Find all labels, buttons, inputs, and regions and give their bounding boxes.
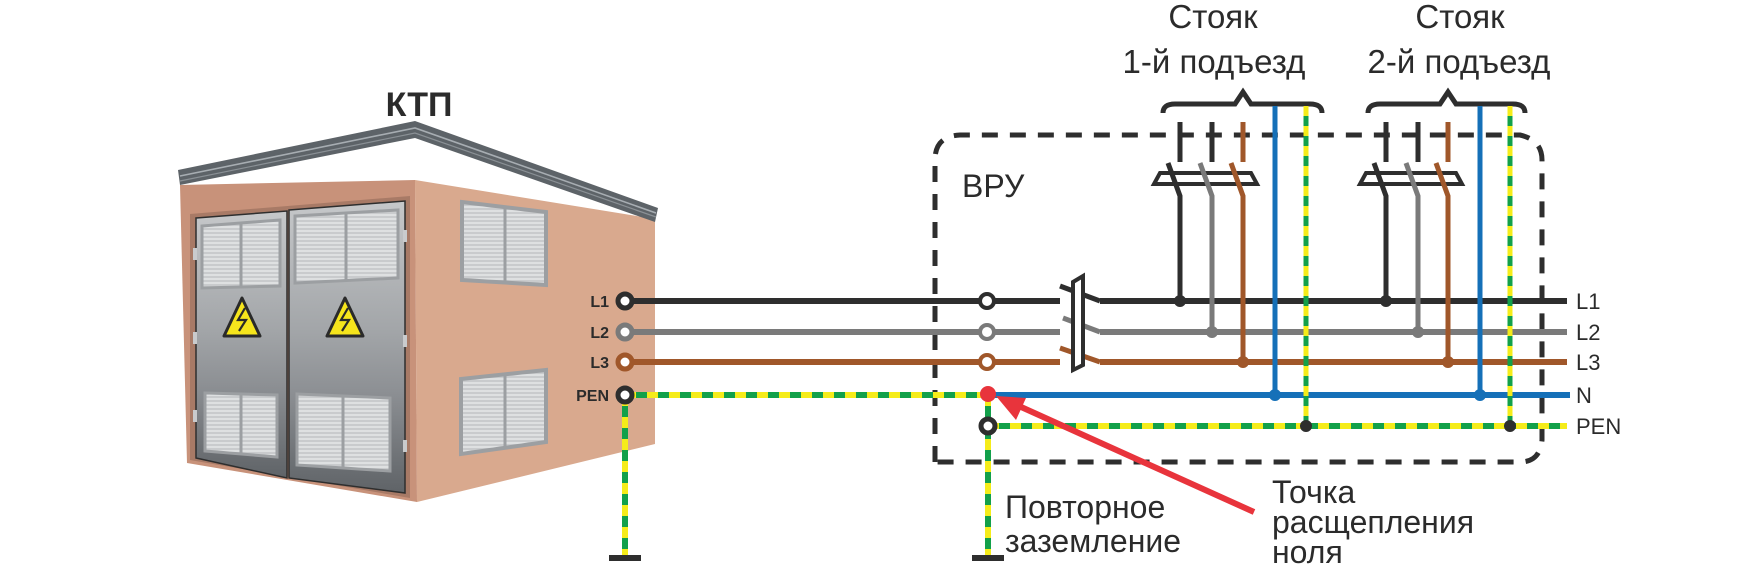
bus-label-n: N <box>1576 383 1592 408</box>
riser-2-junction-l3 <box>1442 356 1454 368</box>
vru-enclosure <box>932 132 1545 465</box>
split-point-label-line1: Точка <box>1272 474 1356 510</box>
terminal-label-pen: PEN <box>576 388 609 405</box>
riser-1-wire-l1 <box>1165 162 1183 301</box>
split-point-marker <box>980 386 996 402</box>
terminal-l2 <box>615 322 635 342</box>
bus-label-l2: L2 <box>1576 320 1600 345</box>
terminal-l3 <box>615 352 635 372</box>
high-voltage-warning-icon <box>222 296 262 338</box>
riser-2-brace <box>1365 87 1528 114</box>
regrounding-label-line1: Повторное <box>1005 489 1165 525</box>
regrounding-label-line2: заземление <box>1005 523 1181 559</box>
bus-label-pen: PEN <box>1576 414 1621 439</box>
vru-label: ВРУ <box>962 168 1025 204</box>
riser-2-junction-l1 <box>1380 295 1392 307</box>
high-voltage-warning-icon <box>325 296 365 338</box>
terminal-pen-vru <box>978 416 998 436</box>
split-point-label-line3: ноля <box>1272 534 1343 570</box>
split-point-arrow <box>980 386 1256 515</box>
riser-2-wire-l3 <box>1433 162 1451 362</box>
vru-input-terminals <box>978 292 996 371</box>
riser-1-brace <box>1160 87 1325 114</box>
terminal-label-l1: L1 <box>590 294 609 311</box>
bus-label-l1: L1 <box>1576 289 1600 314</box>
riser-2-wire-l1 <box>1371 162 1389 301</box>
riser-1-title: Стояк <box>1168 0 1258 35</box>
riser-1-subtitle: 1-й подъезд <box>1123 43 1306 80</box>
riser-1-wire-l2 <box>1197 162 1215 332</box>
substation-title: КТП <box>386 86 453 124</box>
riser-1-junction-pen <box>1300 420 1312 432</box>
ktp-terminals <box>615 291 635 405</box>
riser-2-junction-pen <box>1504 420 1516 432</box>
split-point-label-line2: расщепления <box>1272 504 1474 540</box>
riser-1-junction-l3 <box>1237 356 1249 368</box>
riser-1-wire-l3 <box>1228 162 1246 362</box>
bus-label-l3: L3 <box>1576 350 1600 375</box>
main-breaker <box>1059 272 1101 374</box>
riser-2-title: Стояк <box>1415 0 1505 35</box>
building-roof <box>178 121 658 222</box>
terminal-l1 <box>615 291 635 311</box>
terminal-label-l2: L2 <box>590 325 609 342</box>
ktp-building: КТП L1 L2 L3 PEN <box>178 86 658 502</box>
riser-2-wire-l2 <box>1403 162 1421 332</box>
riser-1-junction-l2 <box>1206 326 1218 338</box>
riser-2-subtitle: 2-й подъезд <box>1368 43 1551 80</box>
terminal-pen <box>615 385 635 405</box>
riser-1-junction-n <box>1269 389 1281 401</box>
riser-1-junction-l1 <box>1174 295 1186 307</box>
riser-2-junction-n <box>1474 389 1486 401</box>
riser-2-junction-l2 <box>1412 326 1424 338</box>
terminal-label-l3: L3 <box>590 355 609 372</box>
risers <box>1150 87 1528 432</box>
